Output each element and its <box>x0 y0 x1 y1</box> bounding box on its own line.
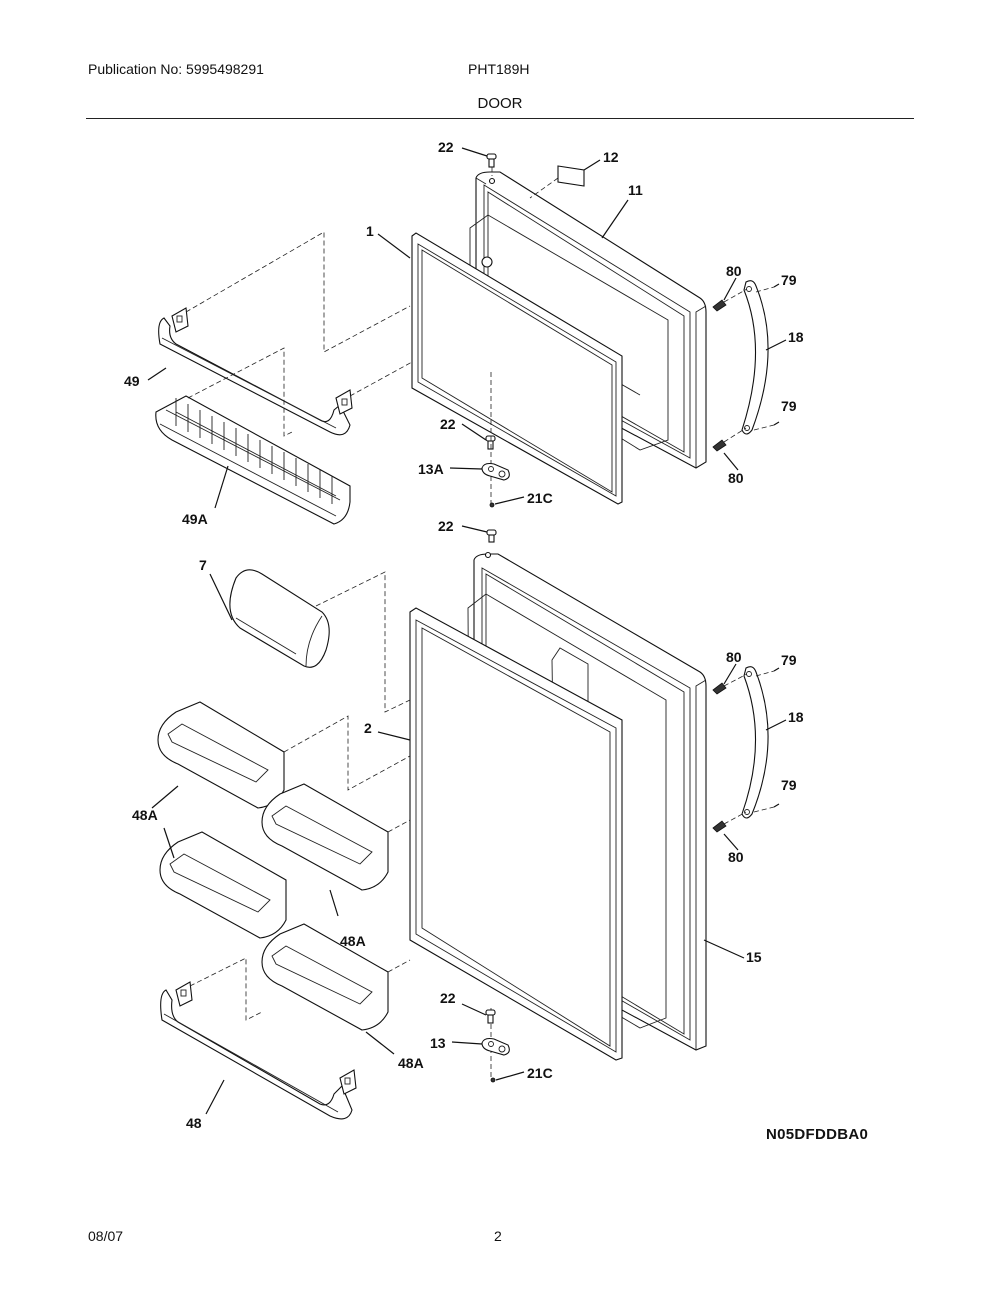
callout-80: 80 <box>726 263 742 279</box>
callout-1: 1 <box>366 223 374 239</box>
callout-18: 18 <box>788 709 804 725</box>
hinge-screw-21C-lower <box>490 1077 496 1083</box>
handle-screw-lower-top <box>712 673 748 695</box>
callout-22: 22 <box>438 518 454 534</box>
upper-door-handle <box>741 280 769 435</box>
hinge-pin-upper-bottom <box>485 435 496 450</box>
callout-15: 15 <box>746 949 762 965</box>
publication-number: Publication No: 5995498291 <box>88 61 264 77</box>
freezer-basket <box>155 395 351 525</box>
callout-11: 11 <box>628 182 643 198</box>
publication-date: 08/07 <box>88 1228 124 1244</box>
door-bin-1 <box>157 701 285 809</box>
callout-48: 48 <box>186 1115 202 1131</box>
callout-49A: 49A <box>182 511 208 527</box>
callout-7: 7 <box>199 557 207 573</box>
lower-door-handle <box>741 666 769 819</box>
section-title: DOOR <box>477 95 523 112</box>
callout-49: 49 <box>124 373 140 389</box>
freezer-door-shelf <box>158 307 353 436</box>
callout-22: 22 <box>438 139 454 155</box>
handle-screw-lower-bottom <box>712 811 747 833</box>
diagram-code: N05DFDDBA0 <box>766 1126 869 1143</box>
header-divider <box>86 118 914 119</box>
fresh-food-door-gasket <box>409 607 623 1061</box>
page-number: 2 <box>494 1228 502 1244</box>
callout-80: 80 <box>728 470 744 486</box>
callout-79: 79 <box>781 398 797 414</box>
egg-container <box>229 569 330 668</box>
callout-18: 18 <box>788 329 804 345</box>
callout-79: 79 <box>781 777 797 793</box>
callout-21C: 21C <box>527 490 553 506</box>
label-plate <box>557 165 585 187</box>
handle-screw-upper-bottom <box>712 427 747 452</box>
model-number: PHT189H <box>468 61 530 77</box>
door-bin-3 <box>159 831 287 939</box>
door-shelf <box>160 981 357 1120</box>
callout-79: 79 <box>781 652 797 668</box>
callout-13A: 13A <box>418 461 444 477</box>
callout-21C: 21C <box>527 1065 553 1081</box>
leader-lines <box>147 147 787 1115</box>
hinge-screw-21C-upper <box>489 502 495 508</box>
callout-12: 12 <box>603 149 619 165</box>
callout-labels: 22 12 11 1 80 79 18 79 80 49 49A 22 13A … <box>124 139 804 1131</box>
callout-48A: 48A <box>398 1055 424 1071</box>
hinge-pin-lower <box>485 1009 496 1024</box>
callout-22: 22 <box>440 990 456 1006</box>
callout-22: 22 <box>440 416 456 432</box>
middle-hinge-13A <box>481 462 510 481</box>
callout-13: 13 <box>430 1035 446 1051</box>
door-bin-4 <box>261 923 389 1031</box>
lower-hinge-13 <box>481 1037 510 1056</box>
freezer-door-gasket <box>411 232 623 505</box>
hinge-pin-lower-top <box>486 529 497 543</box>
callout-80: 80 <box>726 649 742 665</box>
handle-screw-upper-top <box>712 288 748 312</box>
callout-79: 79 <box>781 272 797 288</box>
door-bin-2 <box>261 783 389 891</box>
callout-80: 80 <box>728 849 744 865</box>
callout-48A: 48A <box>132 807 158 823</box>
hinge-pin-upper-top <box>486 153 497 176</box>
callout-2: 2 <box>364 720 372 736</box>
callout-48A: 48A <box>340 933 366 949</box>
